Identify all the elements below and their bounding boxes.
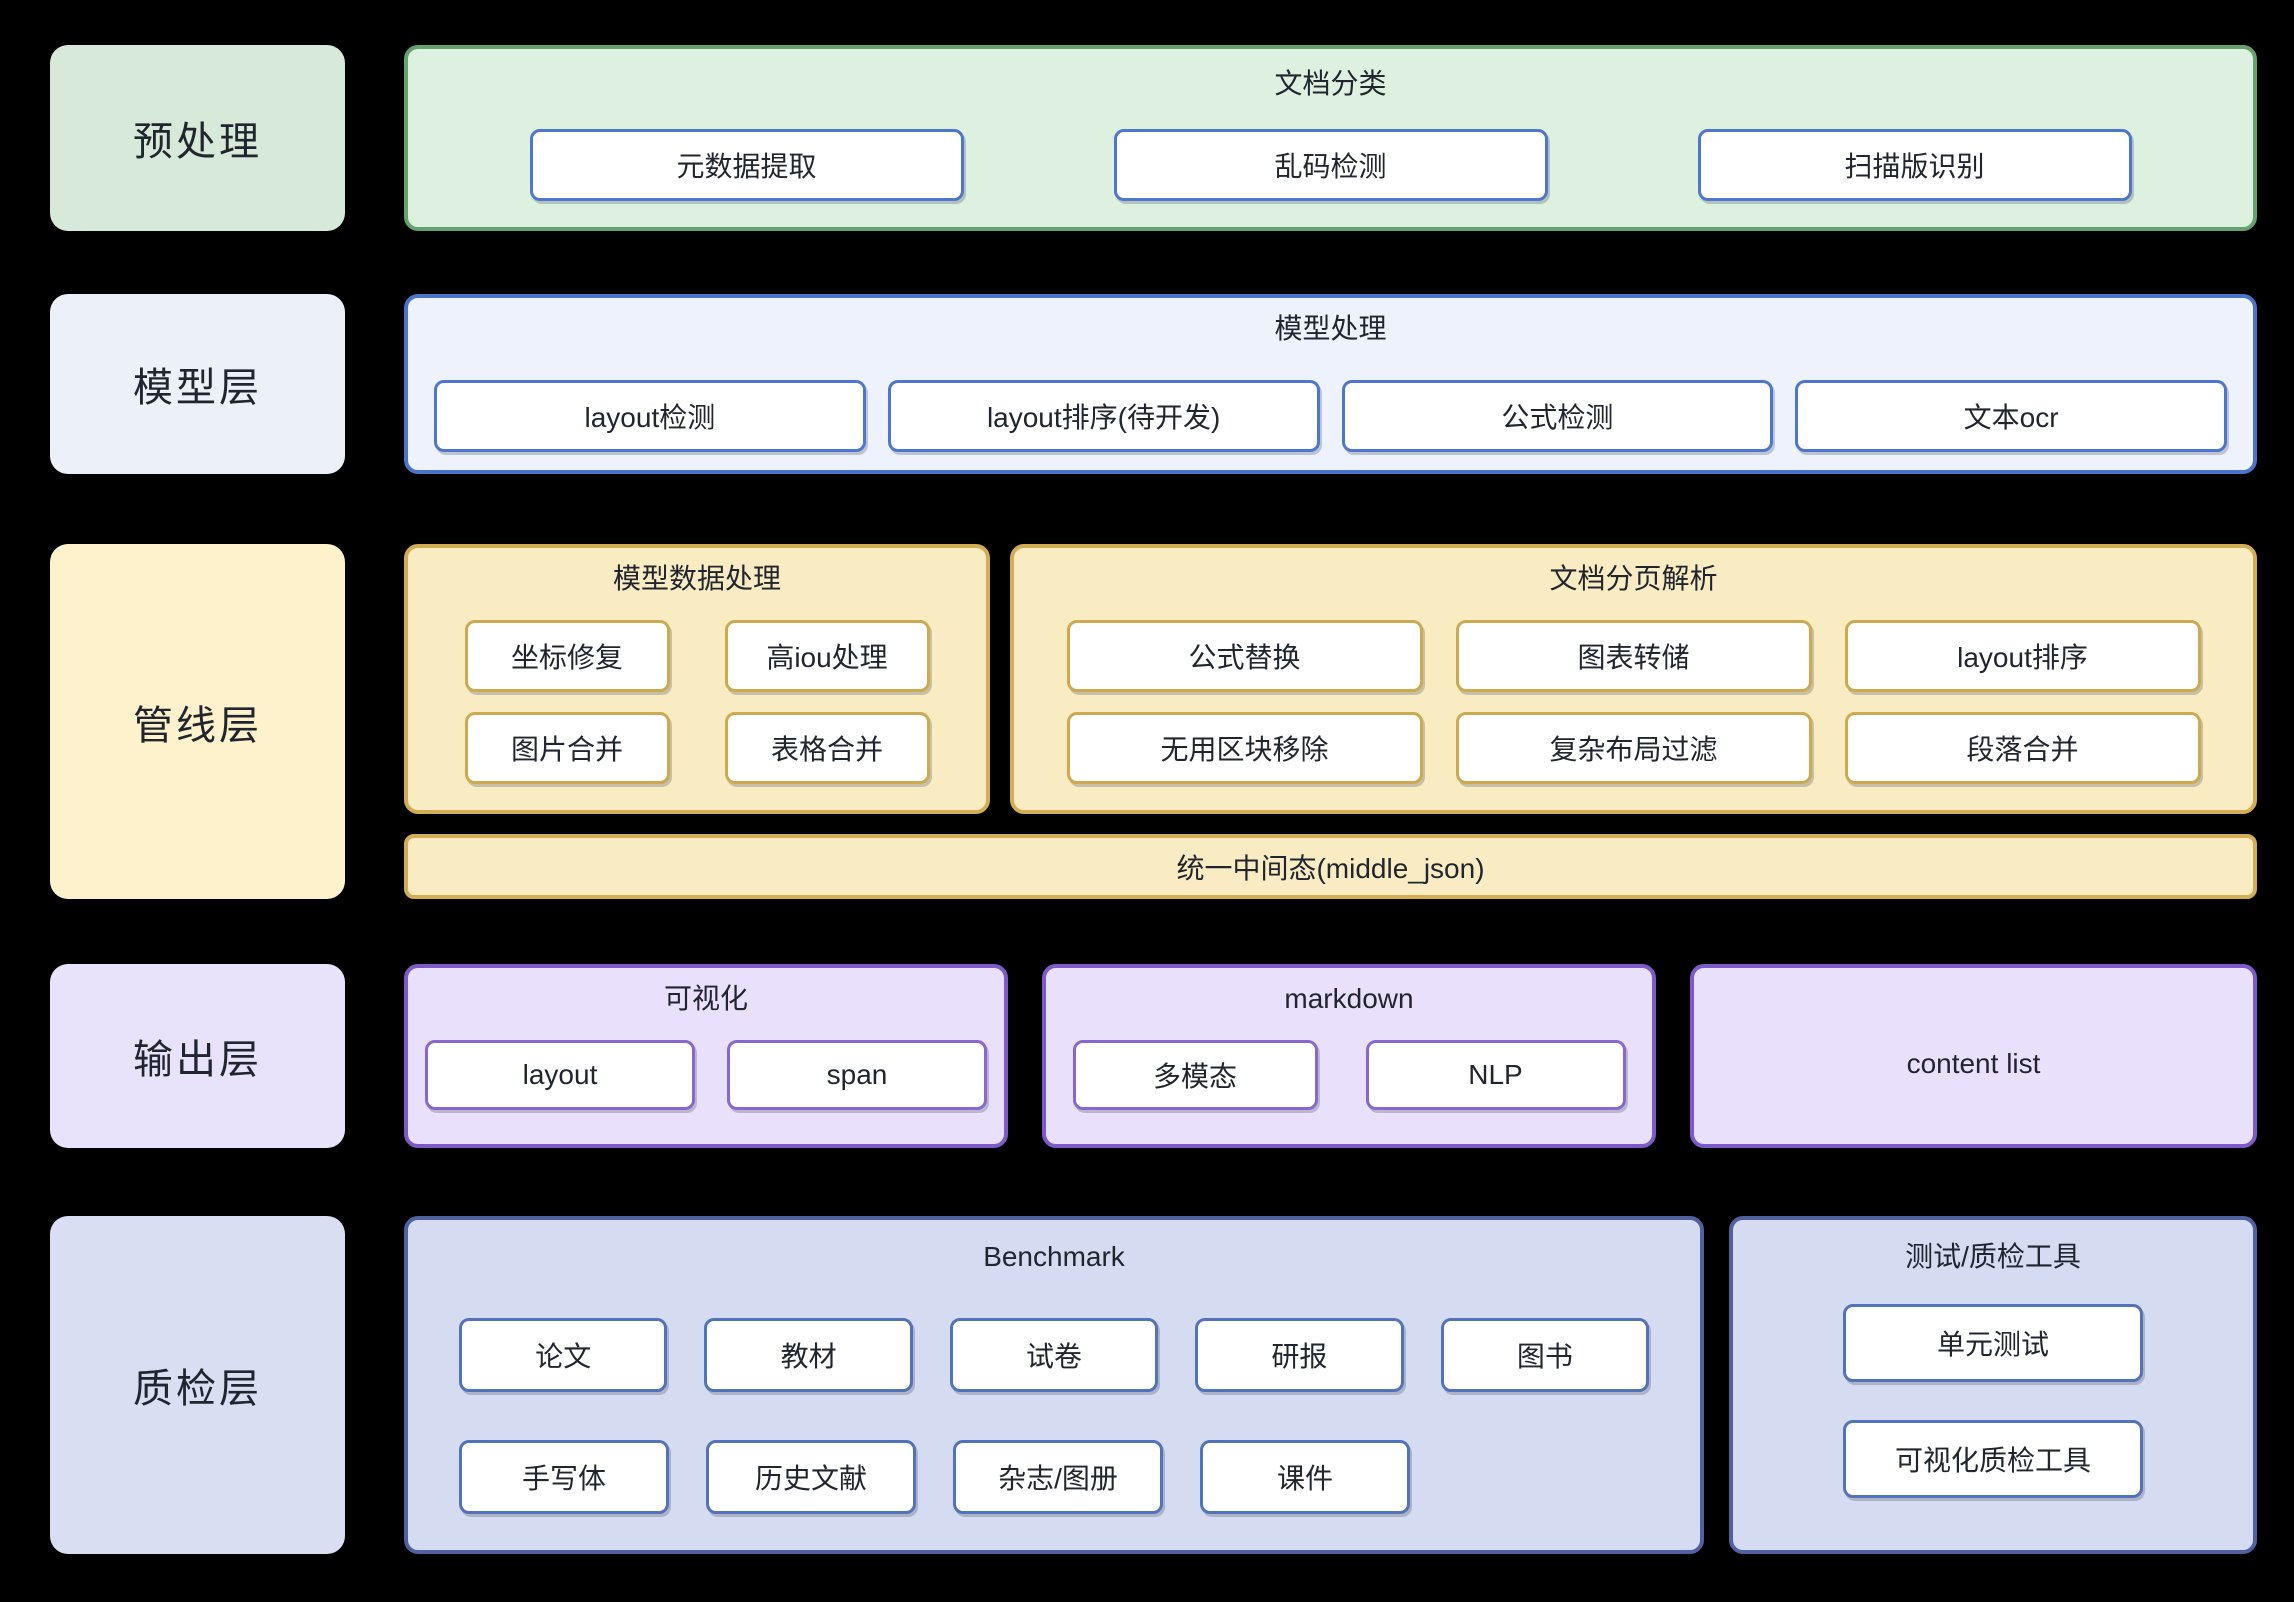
layer-label-pipeline: 管线层 — [50, 544, 345, 899]
node-book: 图书 — [1440, 1318, 1650, 1392]
node-magazine-album: 杂志/图册 — [953, 1440, 1163, 1514]
group-doc-page-parsing-title: 文档分页解析 — [1549, 563, 1718, 594]
node-multimodal: 多模态 — [1072, 1040, 1318, 1110]
node-high-iou-processing: 高iou处理 — [724, 620, 930, 692]
node-unit-test: 单元测试 — [1843, 1304, 2143, 1382]
group-doc-page-parsing: 文档分页解析 公式替换 图表转储 layout排序 无用区块移除 复杂布局过滤 … — [1010, 544, 2257, 814]
group-content-list: content list — [1690, 964, 2257, 1148]
row-model: 模型层 模型处理 layout检测 layout排序(待开发) 公式检测 文本o… — [50, 294, 2257, 474]
node-useless-block-removal: 无用区块移除 — [1066, 712, 1423, 784]
node-exam-paper: 试卷 — [949, 1318, 1159, 1392]
row-output: 输出层 可视化 layout span markdown 多模态 NLP con… — [50, 964, 2257, 1148]
node-text-ocr: 文本ocr — [1795, 380, 2227, 452]
node-complex-layout-filter: 复杂布局过滤 — [1455, 712, 1812, 784]
layer-label-output: 输出层 — [50, 964, 345, 1148]
node-courseware: 课件 — [1200, 1440, 1410, 1514]
node-research-report: 研报 — [1195, 1318, 1404, 1392]
node-layout-visualization: layout — [425, 1040, 695, 1110]
node-table-merge: 表格合并 — [724, 712, 930, 784]
group-model-processing: 模型处理 layout检测 layout排序(待开发) 公式检测 文本ocr — [404, 294, 2257, 474]
node-span-visualization: span — [727, 1040, 987, 1110]
group-visualization-title: 可视化 — [663, 983, 748, 1014]
node-textbook: 教材 — [704, 1318, 913, 1392]
row-qc: 质检层 Benchmark 论文 教材 试卷 研报 图书 手写体 历史文献 杂志… — [50, 1216, 2257, 1554]
node-scanned-version-recognition: 扫描版识别 — [1697, 129, 2132, 201]
node-historical-document: 历史文献 — [706, 1440, 916, 1514]
node-paper: 论文 — [459, 1318, 668, 1392]
group-test-qc-tools: 测试/质检工具 单元测试 可视化质检工具 — [1729, 1216, 2257, 1554]
group-doc-classification: 文档分类 元数据提取 乱码检测 扫描版识别 — [404, 45, 2257, 231]
row-pipeline: 管线层 模型数据处理 坐标修复 高iou处理 图片合并 表格合并 文档分页解析 … — [50, 544, 2257, 899]
node-visual-qc-tool: 可视化质检工具 — [1843, 1420, 2143, 1498]
group-markdown-title: markdown — [1284, 983, 1414, 1014]
group-model-processing-title: 模型处理 — [1274, 313, 1387, 344]
group-markdown: markdown 多模态 NLP — [1042, 964, 1656, 1148]
layer-label-model: 模型层 — [50, 294, 345, 474]
node-layout-sort-todo: layout排序(待开发) — [887, 380, 1320, 452]
layer-label-preprocess: 预处理 — [50, 45, 345, 231]
group-benchmark-title: Benchmark — [983, 1241, 1125, 1272]
node-coordinate-fix: 坐标修复 — [464, 620, 670, 692]
node-formula-detection: 公式检测 — [1341, 380, 1774, 452]
group-content-list-title: content list — [1906, 1048, 2041, 1079]
node-image-merge: 图片合并 — [464, 712, 670, 784]
group-visualization: 可视化 layout span — [404, 964, 1008, 1148]
bar-middle-json: 统一中间态(middle_json) — [404, 834, 2257, 899]
node-metadata-extraction: 元数据提取 — [529, 129, 964, 201]
node-nlp: NLP — [1365, 1040, 1626, 1110]
node-layout-detection: layout检测 — [434, 380, 866, 452]
node-chart-dump: 图表转储 — [1455, 620, 1812, 692]
node-garbled-text-detection: 乱码检测 — [1113, 129, 1548, 201]
group-model-data-processing: 模型数据处理 坐标修复 高iou处理 图片合并 表格合并 — [404, 544, 990, 814]
node-formula-replace: 公式替换 — [1066, 620, 1423, 692]
layer-label-qc: 质检层 — [50, 1216, 345, 1554]
group-benchmark: Benchmark 论文 教材 试卷 研报 图书 手写体 历史文献 杂志/图册 … — [404, 1216, 1704, 1554]
row-preprocess: 预处理 文档分类 元数据提取 乱码检测 扫描版识别 — [50, 45, 2257, 231]
group-model-data-processing-title: 模型数据处理 — [612, 563, 781, 594]
node-layout-sort: layout排序 — [1844, 620, 2201, 692]
group-doc-classification-title: 文档分类 — [1274, 68, 1387, 99]
node-handwriting: 手写体 — [459, 1440, 669, 1514]
group-test-qc-tools-title: 测试/质检工具 — [1905, 1241, 2081, 1272]
node-paragraph-merge: 段落合并 — [1844, 712, 2201, 784]
